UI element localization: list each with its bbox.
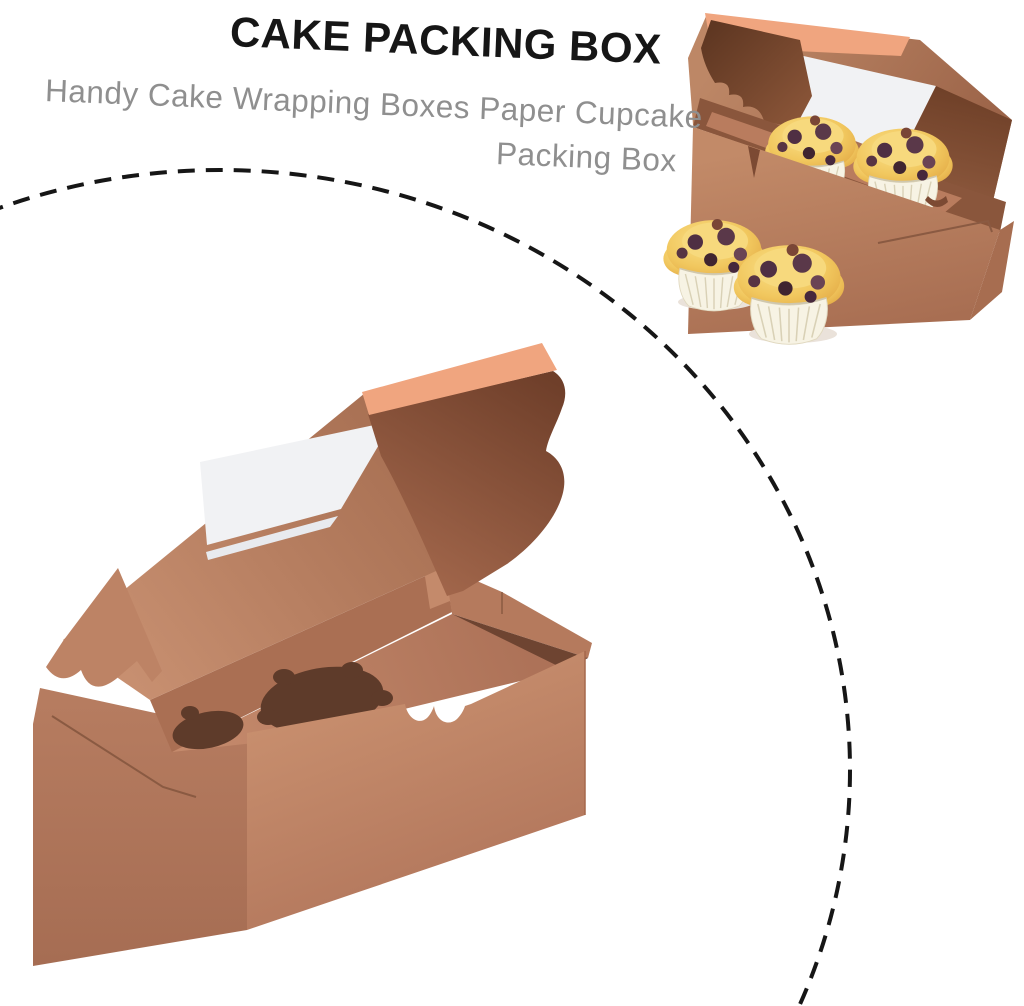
small-box-right-face xyxy=(970,221,1014,320)
lid-window xyxy=(200,421,393,545)
lid-window-sliver xyxy=(206,516,338,560)
lid-scallop-flap xyxy=(46,568,162,687)
lid-front-flap xyxy=(368,371,566,596)
dashed-circle xyxy=(0,168,852,1006)
box-interior-shadow xyxy=(452,614,588,670)
dashed-circle-stroke xyxy=(0,168,852,1006)
box-lid xyxy=(46,343,566,700)
lid-top-edge xyxy=(362,343,557,415)
box-left-slit xyxy=(51,715,197,798)
main-cake-box xyxy=(33,343,592,966)
box-back-right-wall xyxy=(445,567,592,658)
small-lid-dark-fold xyxy=(900,86,1012,222)
muffin-cake-box xyxy=(662,13,1014,346)
box-left-face xyxy=(33,688,247,966)
small-box-rim-slit xyxy=(748,146,760,178)
small-lid-scallop-flap xyxy=(701,20,812,128)
box-back-left-wall xyxy=(150,567,452,752)
box-front-face xyxy=(247,651,585,930)
cupcake-hole-partial xyxy=(172,706,244,750)
small-box-rim-wave xyxy=(925,196,948,208)
subtitle-line-2: Packing Box xyxy=(495,135,678,179)
small-box-handle-slit xyxy=(877,219,993,244)
